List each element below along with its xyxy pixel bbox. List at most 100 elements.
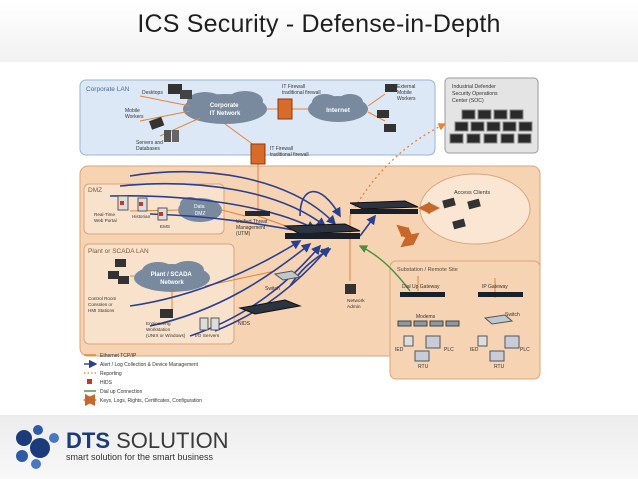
dialup-gateway-label: Dial Up Gateway	[402, 284, 440, 290]
plc-1-icon	[425, 335, 441, 349]
network-admin-line-2: Admin	[347, 304, 361, 310]
plant-cloud-label-2: Network	[160, 280, 184, 286]
plant-switch-label: Switch	[265, 286, 280, 292]
network-admin-line-1: Network	[347, 298, 365, 304]
plant-label: Plant or SCADA LAN	[88, 248, 149, 255]
legend-keys-label: Keys, Logs, Rights, Certificates, Config…	[100, 398, 202, 404]
plant-cloud-label-1: Plant / SCADA	[151, 272, 193, 278]
eng-workstation-icon	[160, 309, 173, 318]
brand-name: DTS SOLUTION	[66, 428, 229, 454]
utm-label: Unified Threat Management (UTM)	[236, 219, 269, 237]
historian-label: Historian	[132, 214, 151, 219]
ics-diagram: Corporate LAN Industrial Defender Securi…	[79, 77, 541, 406]
ied-2-icon	[477, 335, 488, 347]
central-appliance-body	[285, 233, 360, 239]
legend-hids-swatch	[87, 379, 92, 384]
svg-text:Data DMZ: Data DMZ	[194, 204, 206, 217]
it-firewall-1-line-1: IT Firewall	[282, 84, 305, 90]
io-servers-label: I/O Servers	[195, 333, 220, 339]
plc-2-icon	[504, 335, 520, 349]
desktops-label: Desktops	[142, 90, 163, 96]
corporate-cloud-label-2: IT Network	[210, 111, 241, 117]
eng-workstation-line-1: Engineering	[146, 321, 171, 326]
realtime-portal-line-2: Web Portal	[94, 218, 117, 223]
control-room-label: Control Room Consoles or HMI Stations	[88, 296, 118, 313]
access-clients-label: Access Clients	[454, 190, 490, 196]
mobile-workers-line-2: Workers	[125, 114, 144, 120]
rtu-2-icon	[489, 350, 505, 362]
mobile-workers-line-1: Mobile	[125, 108, 140, 114]
ied-1-label: IED	[395, 347, 404, 353]
soc-label-1: Industrial Defender	[452, 84, 496, 90]
utm-line-1: Unified Threat	[236, 219, 268, 225]
servers-label: Servers and Databases	[136, 140, 164, 152]
internet-cloud-label: Internet	[326, 107, 351, 114]
external-workers-label: External Mobile Workers	[397, 84, 417, 102]
ied-2-label: IED	[470, 347, 479, 353]
data-dmz-label-1: Data	[194, 204, 205, 210]
ems-icon	[157, 207, 168, 221]
control-room-line-3: HMI Stations	[88, 308, 115, 313]
footer-bar	[0, 415, 638, 479]
sub-switch-icon	[483, 314, 514, 325]
corporate-network-cloud: Corporate IT Network	[183, 91, 267, 124]
external-workers-line-3: Workers	[397, 96, 416, 102]
dialup-gateway-icon	[400, 292, 445, 297]
it-firewall-1-label: IT Firewall traditional firewall	[282, 84, 321, 96]
mobile-workers-label: Mobile Workers	[125, 108, 144, 120]
utm-device-icon	[245, 211, 270, 216]
corporate-cloud-label-1: Corporate	[210, 103, 239, 109]
substation-zone	[389, 260, 541, 380]
data-dmz-label-2: DMZ	[195, 211, 206, 217]
control-room-line-2: Consoles or	[88, 302, 113, 307]
central-appliance-icon	[283, 223, 361, 235]
realtime-portal-label: Real-Time Web Portal	[94, 212, 117, 223]
soc-monitors-icon	[449, 109, 533, 144]
servers-line-2: Databases	[136, 146, 160, 152]
servers-line-1: Servers and	[136, 140, 163, 146]
legend: Ethernet TCP/IP Alert / Log Collection &…	[83, 353, 202, 406]
brand-suffix: SOLUTION	[110, 428, 229, 453]
mobile-workers-icon	[148, 116, 165, 130]
brand-prefix: DTS	[66, 428, 110, 453]
network-admin-label: Network Admin	[347, 298, 366, 310]
legend-hids-label: HIDS	[100, 380, 113, 386]
title-bar	[0, 0, 638, 62]
ip-gateway-label: IP Gateway	[482, 284, 508, 290]
brand-tagline: smart solution for the smart business	[66, 452, 214, 462]
it-firewall-1-line-2: traditional firewall	[282, 90, 321, 96]
realtime-portal-icon	[117, 195, 129, 211]
eng-workstation-line-3: (UNIX or Windows)	[146, 333, 186, 338]
desktops-icon	[168, 84, 192, 99]
diagram-area: Corporate LAN Industrial Defender Securi…	[0, 66, 638, 414]
access-appliance-icon	[349, 200, 419, 210]
eng-workstation-line-2: Workstation	[146, 327, 171, 332]
it-firewall-2-icon	[250, 143, 266, 165]
external-workers-line-2: Mobile	[397, 90, 412, 96]
rtu-1-label: RTU	[418, 364, 429, 370]
plc-2-label: PLC	[520, 347, 530, 353]
external-workers-icon	[377, 84, 397, 132]
slide-title: ICS Security - Defense-in-Depth	[137, 10, 501, 38]
soc-label-2: Security Operations	[452, 91, 498, 97]
modems-label: Modems	[416, 314, 436, 320]
keys-arrow-3	[400, 232, 420, 248]
nids-icon	[238, 299, 302, 315]
ied-1-icon	[403, 335, 414, 347]
plant-switch-icon	[273, 270, 302, 281]
rtu-1-icon	[414, 350, 430, 362]
sub-switch-label: Switch	[505, 312, 520, 318]
svg-text:Plant / SCADA Network: Plant / SCADA Network	[151, 272, 193, 286]
utm-line-3: (UTM)	[236, 231, 250, 237]
corporate-lan-label: Corporate LAN	[86, 86, 130, 93]
network-admin-icon	[345, 284, 356, 294]
historian-icon	[137, 197, 148, 212]
soc-label: Industrial Defender Security Operations …	[452, 84, 499, 104]
it-firewall-1-icon	[277, 98, 293, 120]
modems-icon	[397, 320, 460, 327]
legend-ethernet-label: Ethernet TCP/IP	[100, 353, 137, 359]
external-workers-line-1: External	[397, 84, 415, 90]
access-appliance-body	[350, 209, 418, 214]
ip-gateway-icon	[478, 292, 523, 297]
io-servers-icon	[199, 317, 220, 331]
